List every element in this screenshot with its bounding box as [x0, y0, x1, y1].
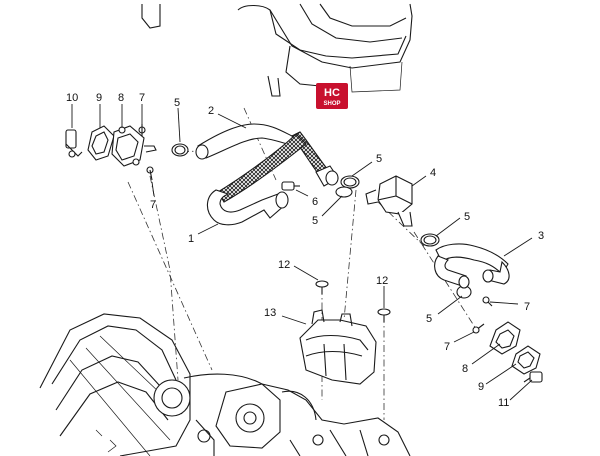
part-7-bolt-lower	[146, 166, 154, 181]
callout-12-right: 12	[376, 275, 388, 287]
part-9-gasket-right	[511, 345, 541, 375]
callout-5-center: 5	[376, 153, 382, 165]
part-13-bracket	[299, 309, 377, 385]
callout-7-right-lower: 7	[444, 341, 450, 353]
callout-13: 13	[264, 307, 276, 319]
hc-shop-logo: HC SHOP	[316, 83, 348, 109]
callout-7-left-bottom: 7	[150, 199, 156, 211]
callout-8-left: 8	[118, 92, 124, 104]
part-3-hose	[434, 243, 510, 289]
part-4-valve	[365, 175, 413, 227]
callout-7-right-upper: 7	[524, 301, 530, 313]
callout-12-left: 12	[278, 259, 290, 271]
callout-8-right: 8	[462, 363, 468, 375]
leader-lines	[71, 104, 533, 401]
callout-3: 3	[538, 230, 544, 242]
callout-7-left-top: 7	[139, 92, 145, 104]
callout-5-right-lower: 5	[426, 313, 432, 325]
engine-block	[39, 313, 411, 456]
callout-2: 2	[208, 105, 214, 117]
callout-labels: 10 9 8 7 5 2 7 5 4 6 5 1 5 3 12 12 13 7 …	[66, 92, 544, 409]
part-1-hose	[206, 133, 307, 226]
callout-9-left: 9	[96, 92, 102, 104]
airbox-housing	[141, 3, 413, 97]
part-5-clamp-d	[420, 233, 440, 247]
part-9-gasket	[87, 125, 115, 161]
part-5-clamp-a	[171, 143, 189, 157]
callout-9-right: 9	[478, 381, 484, 393]
part-12-screw-right	[377, 308, 391, 322]
callout-6: 6	[312, 196, 318, 208]
callout-5-right: 5	[464, 211, 470, 223]
svg-text:HC: HC	[324, 87, 340, 99]
part-5-clamp-b	[340, 175, 360, 189]
part-7-bolt-upper	[138, 124, 146, 136]
callout-10-left: 10	[66, 92, 78, 104]
part-2-hose	[195, 123, 339, 187]
part-7-bolt-right-upper	[482, 296, 493, 307]
part-8-cover	[111, 125, 157, 167]
part-7-bolt-right-lower	[472, 323, 485, 334]
part-8-cover-right	[489, 321, 521, 355]
callout-1: 1	[188, 233, 194, 245]
callout-5-upper-left: 5	[174, 97, 180, 109]
part-5-clamp-c	[335, 186, 353, 198]
part-6-fitting	[281, 181, 300, 191]
part-12-screw-left	[315, 280, 329, 294]
part-11-plug	[523, 371, 543, 383]
callout-4: 4	[430, 167, 436, 179]
callout-11: 11	[498, 397, 509, 409]
callout-5-center-lower: 5	[312, 215, 318, 227]
svg-text:SHOP: SHOP	[323, 101, 340, 107]
part-10-plug	[65, 129, 83, 158]
